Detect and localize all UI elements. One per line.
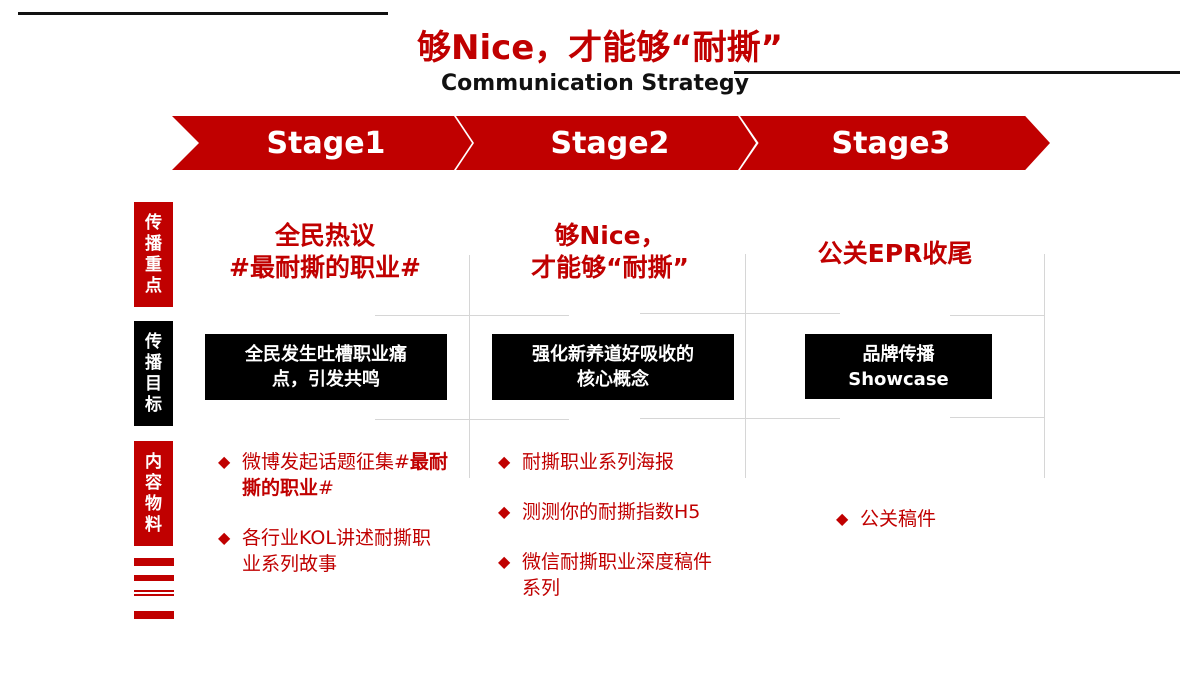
goal-line: 品牌传播 xyxy=(862,343,935,365)
focus-line: #最耐撕的职业# xyxy=(229,253,421,282)
stage-2-label: Stage2 xyxy=(550,125,670,161)
goal-line: 全民发生吐槽职业痛 xyxy=(245,344,407,365)
stage-2-arrow: Stage2 xyxy=(456,116,756,170)
list-item-text: 测测你的耐撕指数H5 xyxy=(522,501,701,523)
diamond-bullet-icon: ◆ xyxy=(218,452,231,471)
focus-line: 够Nice， xyxy=(554,221,666,250)
page-title: 够Nice，才能够“耐撕” xyxy=(416,28,783,68)
decorative-bar xyxy=(134,558,174,566)
grid-line xyxy=(1044,254,1045,478)
content-stage-2: ◆ 耐撕职业系列海报 ◆ 测测你的耐撕指数H5 ◆ 微信耐撕职业深度稿件系列 xyxy=(498,449,728,625)
row-label-goal: 传 播 目 标 xyxy=(134,321,173,426)
row-label-char: 目 xyxy=(145,373,162,394)
list-item: ◆ 公关稿件 xyxy=(836,506,1016,532)
list-item: ◆ 测测你的耐撕指数H5 xyxy=(498,499,728,525)
grid-line xyxy=(745,254,746,478)
grid-line xyxy=(950,315,1045,316)
decorative-bar xyxy=(134,611,174,619)
row-label-char: 传 xyxy=(145,331,162,352)
row-label-char: 传 xyxy=(145,212,162,233)
list-item-text-part: # xyxy=(318,477,334,499)
row-label-char: 点 xyxy=(145,275,162,296)
list-item-text: 微博发起话题征集#最耐撕的职业# xyxy=(242,449,448,501)
row-label-char: 料 xyxy=(145,514,162,535)
diamond-bullet-icon: ◆ xyxy=(498,552,511,571)
row-label-char: 物 xyxy=(145,493,162,514)
decorative-bar xyxy=(134,594,174,596)
goal-line: 强化新养道好吸收的 xyxy=(532,344,694,365)
focus-stage-3: 公关EPR收尾 xyxy=(770,238,1020,270)
row-label-char: 重 xyxy=(145,254,162,275)
stage-1-arrow: Stage1 xyxy=(172,116,472,170)
diamond-bullet-icon: ◆ xyxy=(498,502,511,521)
grid-line xyxy=(375,419,470,420)
page-subtitle: Communication Strategy xyxy=(441,71,749,96)
grid-line xyxy=(469,419,569,420)
row-label-char: 播 xyxy=(145,233,162,254)
goal-line: 点，引发共鸣 xyxy=(272,369,380,390)
list-item-text-part: 微博发起话题征集# xyxy=(242,451,410,473)
grid-line xyxy=(640,418,840,419)
grid-line xyxy=(950,417,1045,418)
row-label-char: 标 xyxy=(145,394,162,415)
row-label-char: 播 xyxy=(145,352,162,373)
list-item: ◆ 耐撕职业系列海报 xyxy=(498,449,728,475)
grid-line xyxy=(640,313,840,314)
list-item: ◆ 微信耐撕职业深度稿件系列 xyxy=(498,549,728,601)
stage-1-label: Stage1 xyxy=(266,125,386,161)
diamond-bullet-icon: ◆ xyxy=(498,452,511,471)
stage-3-arrow: Stage3 xyxy=(740,116,1050,170)
grid-line xyxy=(469,255,470,478)
header-rule-left xyxy=(18,12,388,15)
decorative-bar xyxy=(134,575,174,581)
list-item: ◆ 微博发起话题征集#最耐撕的职业# xyxy=(218,449,448,501)
diamond-bullet-icon: ◆ xyxy=(836,509,849,528)
list-item-text: 耐撕职业系列海报 xyxy=(522,451,675,473)
content-stage-3: ◆ 公关稿件 xyxy=(836,506,1016,556)
list-item-text-bold: 最耐撕的职业 xyxy=(242,451,448,499)
grid-line xyxy=(469,315,569,316)
goal-line: 核心概念 xyxy=(577,369,649,390)
focus-stage-2: 够Nice， 才能够“耐撕” xyxy=(490,220,730,284)
content-stage-1: ◆ 微博发起话题征集#最耐撕的职业# ◆ 各行业KOL讲述耐撕职业系列故事 xyxy=(218,449,448,601)
decorative-bar xyxy=(134,590,174,592)
stage-3-label: Stage3 xyxy=(831,125,951,161)
row-label-focus: 传 播 重 点 xyxy=(134,202,173,307)
list-item: ◆ 各行业KOL讲述耐撕职业系列故事 xyxy=(218,525,448,577)
goal-stage-2: 强化新养道好吸收的 核心概念 xyxy=(492,334,734,400)
list-item-text: 微信耐撕职业深度稿件系列 xyxy=(522,551,713,599)
grid-line xyxy=(375,315,470,316)
goal-stage-1: 全民发生吐槽职业痛 点，引发共鸣 xyxy=(205,334,447,400)
row-label-char: 容 xyxy=(145,472,162,493)
goal-line: Showcase xyxy=(848,368,949,390)
focus-line: 才能够“耐撕” xyxy=(531,253,689,282)
focus-line: 公关EPR收尾 xyxy=(817,239,973,268)
focus-line: 全民热议 xyxy=(274,221,375,250)
focus-stage-1: 全民热议 #最耐撕的职业# xyxy=(205,220,445,284)
list-item-text: 各行业KOL讲述耐撕职业系列故事 xyxy=(242,527,431,575)
diamond-bullet-icon: ◆ xyxy=(218,528,231,547)
goal-stage-3: 品牌传播 Showcase xyxy=(805,334,992,399)
row-label-char: 内 xyxy=(145,451,162,472)
row-label-content: 内 容 物 料 xyxy=(134,441,173,546)
list-item-text: 公关稿件 xyxy=(860,508,937,530)
stage-arrows: Stage1 Stage2 Stage3 xyxy=(172,116,1052,170)
header-rule-right xyxy=(734,71,1180,74)
